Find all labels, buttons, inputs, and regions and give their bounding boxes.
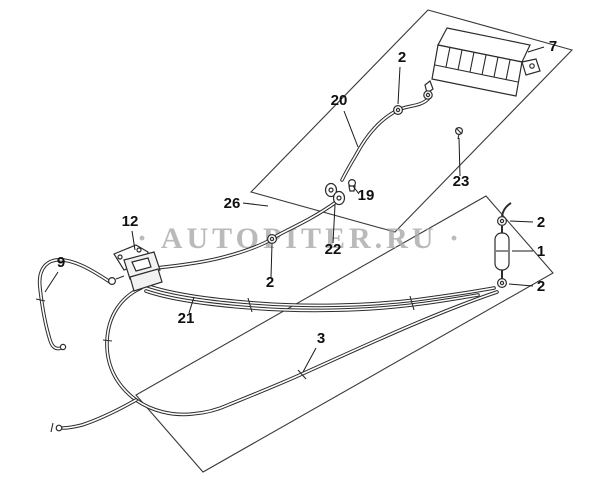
- valve-assembly-12: [107, 244, 163, 292]
- watermark-text: · AUTOPITER.RU ·: [137, 222, 463, 255]
- leader-26: [242, 202, 269, 207]
- leader-2-mid: [270, 243, 273, 278]
- leader-19: [352, 185, 360, 195]
- hose-9: [35, 258, 112, 351]
- hose-clip-tick: [35, 298, 46, 302]
- leader-23: [458, 137, 461, 177]
- assembly-boundary-lower: [135, 195, 554, 473]
- bracket-hole: [529, 63, 535, 69]
- filter-column: [494, 202, 512, 289]
- pipe-clip-tick: [102, 339, 113, 342]
- leader-12: [131, 230, 136, 251]
- pipe-clip-tick: [50, 422, 54, 433]
- connector-clip-2-upper: [393, 104, 404, 115]
- vapor-pipe-20: [154, 97, 430, 270]
- mounting-screw-23: [455, 126, 464, 140]
- grommet-22: [324, 182, 346, 206]
- leader-2-right-lower: [508, 283, 534, 287]
- valve-lower-body: [129, 268, 163, 292]
- canister-front-face: [431, 44, 523, 97]
- pipe-clip-tick: [297, 369, 307, 380]
- leader-22: [332, 204, 336, 244]
- valve-port: [107, 277, 116, 286]
- callout-23-label: 23: [453, 173, 470, 190]
- leader-3: [302, 347, 317, 373]
- callout-19-label: 19: [358, 187, 375, 204]
- callout-2-right-upper-label: 2: [537, 214, 545, 231]
- callout-labels: 2 7 20 19 23 26 22 2 12 9 21 3 2 1 2: [57, 38, 557, 347]
- callout-26-label: 26: [224, 195, 241, 212]
- fuel-pipe-3: [102, 286, 499, 417]
- leader-2-top: [397, 66, 401, 105]
- pipe-clip-tick: [409, 295, 415, 311]
- callout-2-mid-label: 2: [266, 274, 274, 291]
- pipe-clip-19: [348, 179, 357, 192]
- branch-pipe: [50, 398, 138, 433]
- pipe-bundle-21: [144, 284, 496, 313]
- hose-end-fitting: [59, 343, 67, 351]
- callout-7-label: 7: [549, 38, 557, 55]
- leader-lines: [44, 46, 545, 373]
- callout-22-label: 22: [325, 241, 342, 258]
- callout-2-top-label: 2: [398, 49, 406, 66]
- pipe-clip-tick: [247, 297, 253, 313]
- vapor-canister-7: [423, 27, 541, 100]
- callout-1-label: 1: [537, 243, 545, 260]
- branch-end-fitting: [55, 424, 63, 432]
- connector-clip-2-mid: [267, 234, 278, 245]
- callout-2-right-lower-label: 2: [537, 278, 545, 295]
- leader-2-right-upper: [509, 220, 534, 223]
- callout-20-label: 20: [331, 92, 348, 109]
- leader-21: [188, 296, 195, 314]
- leader-20: [343, 110, 359, 148]
- leader-7: [527, 46, 545, 53]
- leader-9: [44, 271, 59, 293]
- assembly-boundary-upper: [249, 9, 574, 233]
- callout-3-label: 3: [317, 330, 325, 347]
- callout-12-label: 12: [122, 213, 139, 230]
- callout-21-label: 21: [178, 310, 195, 327]
- callout-9-label: 9: [57, 254, 65, 271]
